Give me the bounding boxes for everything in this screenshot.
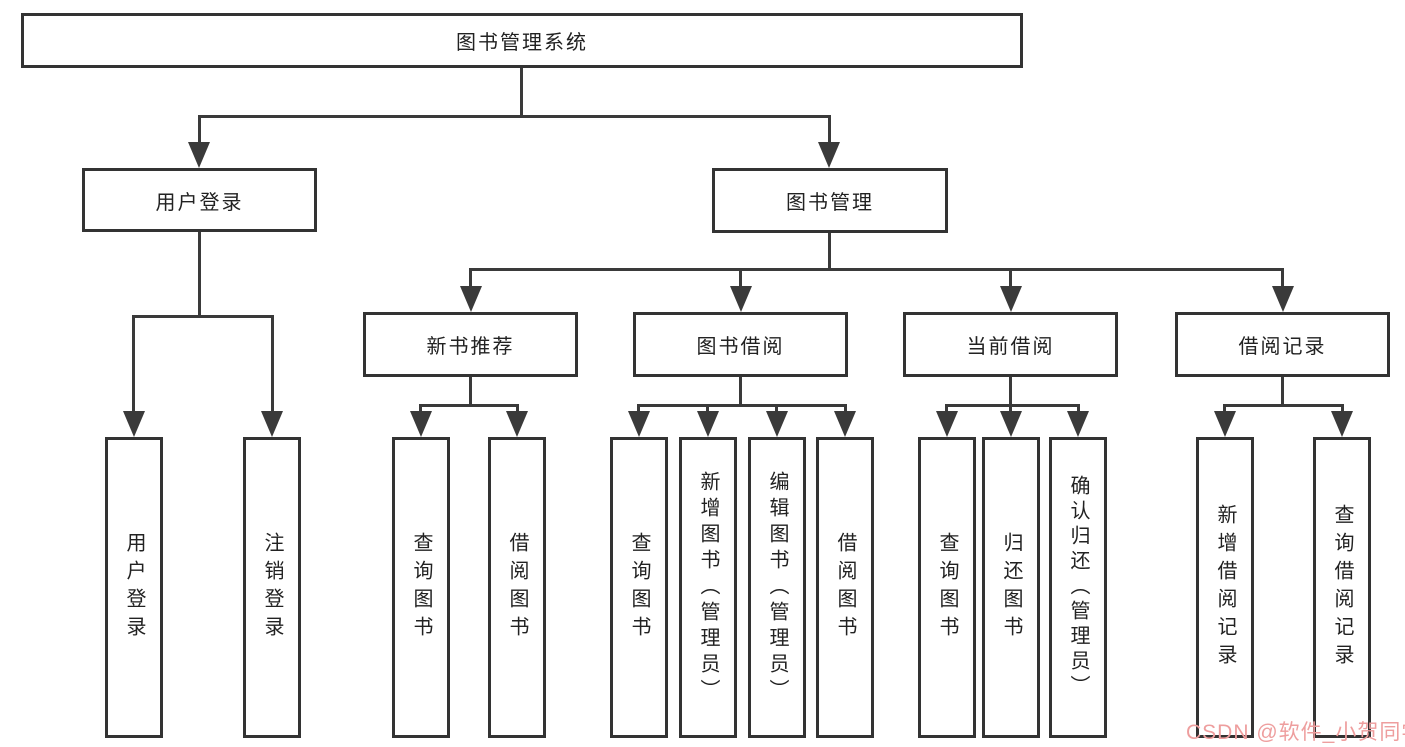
leaf-add-borrow-record-label: 新增借阅记录 — [1214, 503, 1236, 672]
arrowhead-down-icon — [628, 411, 650, 437]
arrowhead-down-icon — [818, 142, 840, 168]
connector-line — [132, 315, 274, 318]
connector-line — [1223, 404, 1344, 407]
arrowhead-down-icon — [188, 142, 210, 168]
node-root-label: 图书管理系统 — [456, 32, 588, 54]
connector-line — [1281, 377, 1284, 407]
connector-line — [469, 268, 472, 290]
connector-line — [198, 115, 831, 118]
connector-line — [469, 377, 472, 407]
connector-line — [1009, 404, 1012, 416]
node-user-login-branch: 用户登录 — [82, 168, 317, 232]
csdn-watermark: CSDN @软件_小贺同学 — [1186, 721, 1405, 744]
leaf-add-books-admin-label: 新增图书（管理员） — [697, 470, 719, 705]
leaf-logout-label: 注销登录 — [261, 531, 283, 644]
arrowhead-down-icon — [506, 411, 528, 437]
connector-line — [271, 315, 274, 416]
connector-line — [419, 404, 519, 407]
connector-line — [516, 404, 519, 416]
arrowhead-down-icon — [460, 286, 482, 312]
connector-line — [469, 268, 1284, 271]
arrowhead-down-icon — [1000, 411, 1022, 437]
leaf-user-login-label: 用户登录 — [123, 531, 145, 644]
connector-line — [637, 404, 847, 407]
leaf-confirm-return-admin: 确认归还（管理员） — [1049, 437, 1107, 738]
connector-line — [1009, 268, 1012, 290]
leaf-query-books-borrowing-label: 查询图书 — [628, 531, 650, 644]
leaf-query-books-recommend: 查询图书 — [392, 437, 450, 738]
node-new-book-recommendation: 新书推荐 — [363, 312, 578, 377]
leaf-add-books-admin: 新增图书（管理员） — [679, 437, 737, 738]
leaf-query-books-current: 查询图书 — [918, 437, 976, 738]
connector-line — [1009, 377, 1012, 407]
node-root: 图书管理系统 — [21, 13, 1023, 68]
arrowhead-down-icon — [123, 411, 145, 437]
arrowhead-down-icon — [1000, 286, 1022, 312]
connector-line — [520, 68, 523, 118]
leaf-borrow-books-borrowing: 借阅图书 — [816, 437, 874, 738]
connector-line — [844, 404, 847, 416]
leaf-add-borrow-record: 新增借阅记录 — [1196, 437, 1254, 738]
node-current-borrowing: 当前借阅 — [903, 312, 1118, 377]
connector-line — [945, 404, 948, 416]
arrowhead-down-icon — [1272, 286, 1294, 312]
connector-line — [945, 404, 1080, 407]
leaf-return-books-label: 归还图书 — [1000, 531, 1022, 644]
leaf-user-login: 用户登录 — [105, 437, 163, 738]
arrowhead-down-icon — [697, 411, 719, 437]
arrowhead-down-icon — [730, 286, 752, 312]
connector-line — [828, 115, 831, 145]
connector-line — [706, 404, 709, 416]
node-new-book-recommendation-label: 新书推荐 — [426, 336, 515, 358]
leaf-query-books-current-label: 查询图书 — [936, 531, 958, 644]
connector-line — [1077, 404, 1080, 416]
leaf-query-borrow-record-label: 查询借阅记录 — [1331, 503, 1353, 672]
leaf-edit-books-admin-label: 编辑图书（管理员） — [766, 470, 788, 705]
arrowhead-down-icon — [936, 411, 958, 437]
arrowhead-down-icon — [261, 411, 283, 437]
leaf-query-books-borrowing: 查询图书 — [610, 437, 668, 738]
leaf-return-books: 归还图书 — [982, 437, 1040, 738]
leaf-borrow-books-borrowing-label: 借阅图书 — [834, 531, 856, 644]
connector-line — [198, 115, 201, 145]
node-user-login-branch-label: 用户登录 — [155, 191, 244, 214]
arrowhead-down-icon — [410, 411, 432, 437]
leaf-borrow-books-recommend: 借阅图书 — [488, 437, 546, 738]
node-book-borrowing-label: 图书借阅 — [696, 336, 785, 358]
connector-line — [1281, 268, 1284, 290]
connector-line — [198, 232, 201, 317]
connector-line — [739, 268, 742, 290]
leaf-confirm-return-admin-label: 确认归还（管理员） — [1067, 475, 1089, 700]
connector-line — [419, 404, 422, 416]
arrowhead-down-icon — [1214, 411, 1236, 437]
node-current-borrowing-label: 当前借阅 — [966, 336, 1055, 358]
arrowhead-down-icon — [1067, 411, 1089, 437]
connector-line — [739, 377, 742, 407]
connector-line — [132, 315, 135, 416]
node-book-borrowing: 图书借阅 — [633, 312, 848, 377]
connector-line — [828, 233, 831, 271]
leaf-logout: 注销登录 — [243, 437, 301, 738]
leaf-query-books-recommend-label: 查询图书 — [410, 531, 432, 644]
leaf-borrow-books-recommend-label: 借阅图书 — [506, 531, 528, 644]
leaf-edit-books-admin: 编辑图书（管理员） — [748, 437, 806, 738]
connector-line — [1223, 404, 1226, 416]
connector-line — [775, 404, 778, 416]
arrowhead-down-icon — [1331, 411, 1353, 437]
arrowhead-down-icon — [766, 411, 788, 437]
arrowhead-down-icon — [834, 411, 856, 437]
node-borrowing-records-label: 借阅记录 — [1238, 336, 1327, 358]
connector-line — [637, 404, 640, 416]
node-book-management-label: 图书管理 — [786, 192, 874, 214]
node-borrowing-records: 借阅记录 — [1175, 312, 1390, 377]
node-book-management: 图书管理 — [712, 168, 948, 233]
leaf-query-borrow-record: 查询借阅记录 — [1313, 437, 1371, 738]
connector-line — [1341, 404, 1344, 416]
